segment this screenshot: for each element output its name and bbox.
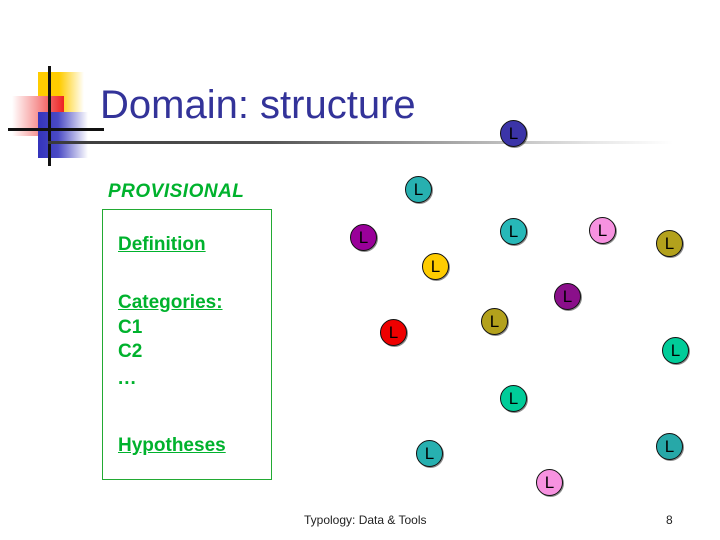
slide-title: Domain: structure [100, 83, 416, 127]
title-underline-rule [48, 141, 673, 144]
node-l-5: L [656, 230, 683, 257]
footer-page-number: 8 [666, 513, 673, 527]
node-l-10: L [662, 337, 689, 364]
node-l-7: L [554, 283, 581, 310]
box-item-categories: Categories: [118, 292, 223, 313]
box-item-definition: Definition [118, 234, 206, 255]
node-l-3: L [500, 218, 527, 245]
node-l-13: L [656, 433, 683, 460]
structure-outline-box: Definition Categories: C1 C2 ... Hypothe… [102, 209, 272, 480]
node-l-14: L [536, 469, 563, 496]
node-l-4: L [589, 217, 616, 244]
logo-horizontal-line [8, 128, 104, 131]
node-l-12: L [416, 440, 443, 467]
box-item-c2: C2 [118, 341, 143, 362]
logo-blue-square [38, 112, 88, 158]
node-l-9: L [380, 319, 407, 346]
node-l-8: L [481, 308, 508, 335]
box-item-c1: C1 [118, 317, 143, 338]
node-l-2: L [350, 224, 377, 251]
provisional-label: PROVISIONAL [108, 181, 245, 202]
slide-logo [8, 66, 104, 166]
logo-vertical-line [48, 66, 51, 166]
footer-title: Typology: Data & Tools [304, 513, 427, 527]
node-l-1: L [405, 176, 432, 203]
node-l-11: L [500, 385, 527, 412]
node-l-6: L [422, 253, 449, 280]
box-item-ellipsis: ... [118, 368, 137, 389]
node-l-0: L [500, 120, 527, 147]
box-item-hypotheses: Hypotheses [118, 435, 226, 456]
